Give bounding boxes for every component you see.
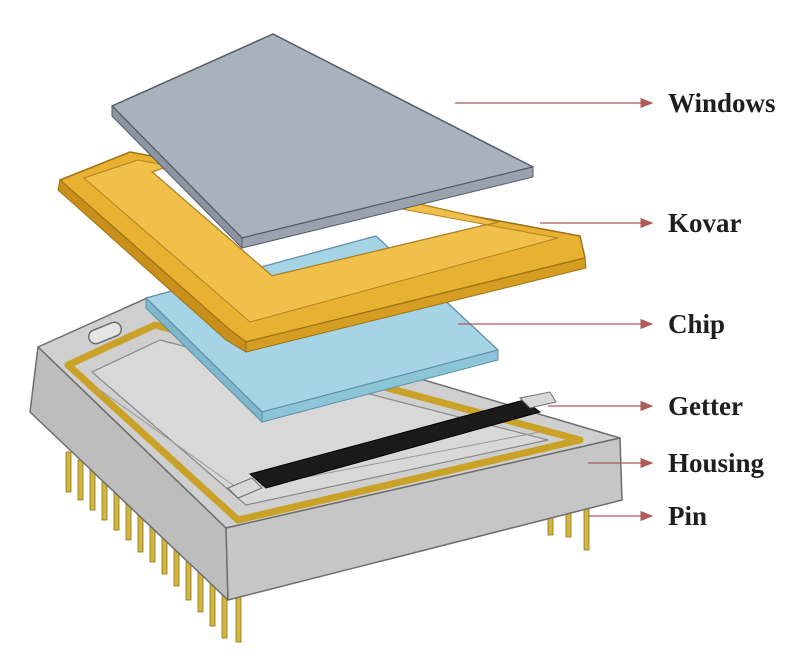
window [111,33,534,250]
housing-gold-rim [64,321,584,524]
window-side-right [241,166,534,249]
label-chip: Chip [668,309,725,339]
label-housing: Housing [668,448,765,478]
housing-slot [87,321,123,345]
kovar-frame [57,151,587,353]
kovar-edge-right [245,257,587,353]
getter-strip [248,399,542,489]
housing-right-side [225,437,623,601]
label-pin: Pin [668,501,707,531]
getter-tab-left [227,477,263,499]
getter-tab-right [518,391,557,409]
label-getter: Getter [668,391,743,421]
pin [77,459,84,501]
housing [29,297,623,601]
pin [89,467,96,511]
pin [65,451,72,493]
labels: Windows Kovar Chip Getter Housing Pin [668,88,776,531]
label-windows: Windows [668,88,776,118]
leader-lines [455,97,654,522]
pin [235,591,242,643]
label-kovar: Kovar [668,208,742,238]
housing-cavity [91,339,549,506]
chip-side-right [261,349,499,423]
getter [227,391,557,499]
